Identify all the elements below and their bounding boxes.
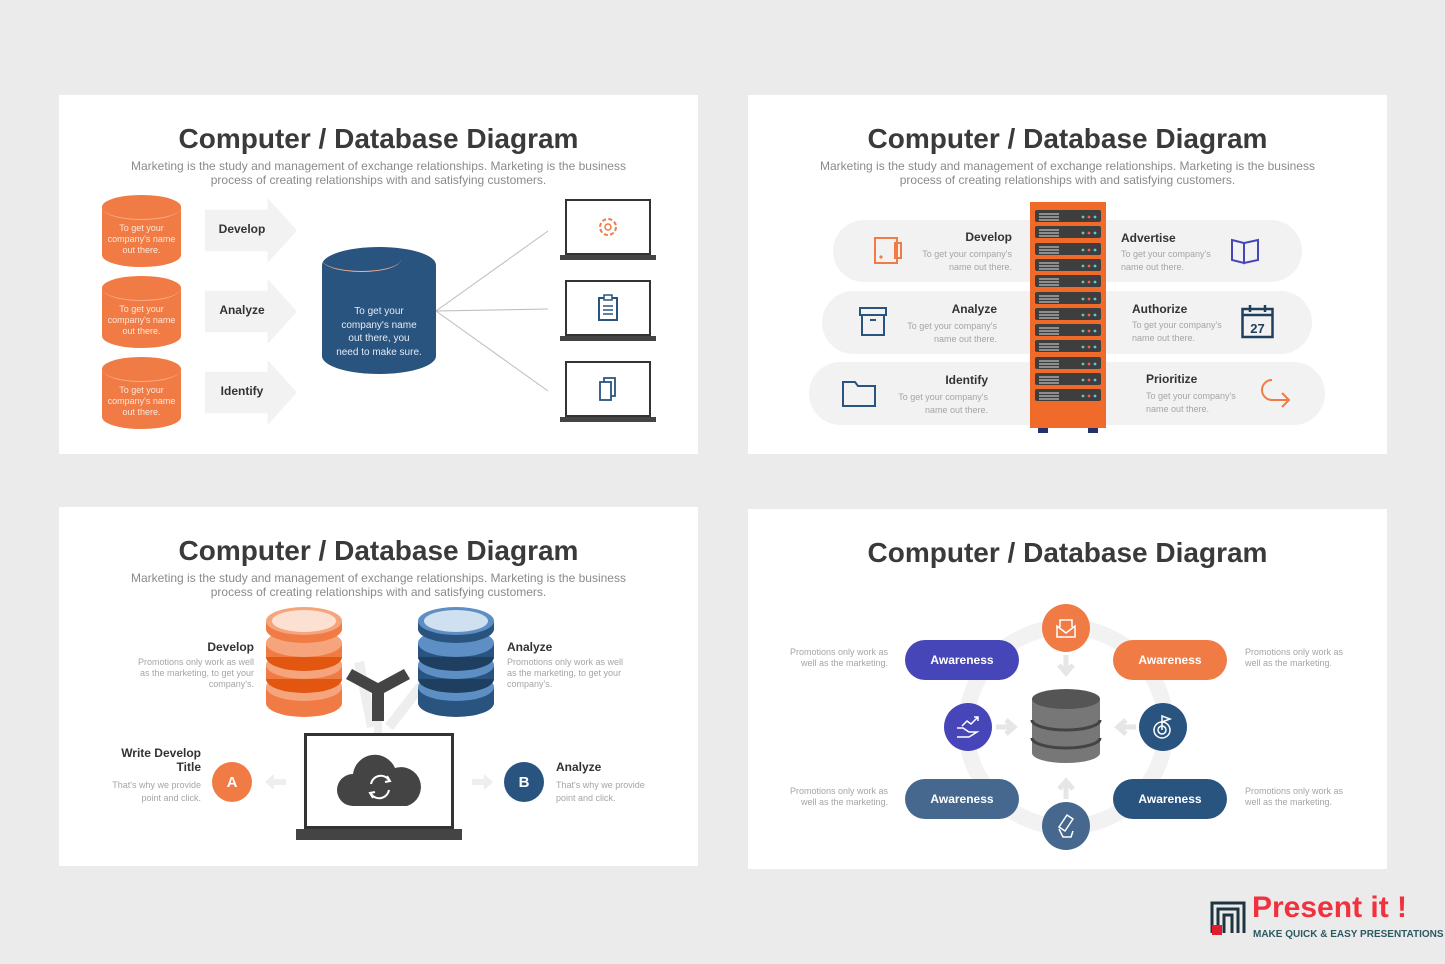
arrow-right-icon (472, 774, 493, 790)
blue-database-icon (418, 607, 494, 717)
slide-title: Computer / Database Diagram (867, 537, 1268, 568)
promo-text: Promotions only work as well as the mark… (789, 647, 888, 668)
book-icon (1231, 238, 1259, 265)
rack-foot (1088, 428, 1098, 433)
calendar-icon: 27 (1241, 305, 1274, 339)
promo-text: Promotions only work as well as the mark… (1245, 647, 1344, 668)
cloud-sync-icon (337, 754, 421, 806)
slide-subtitle: Marketing is the study and management of… (131, 571, 626, 599)
y-connector-icon (346, 669, 410, 721)
desc: To get your company's name out there. (898, 392, 988, 415)
awareness-pill: Awareness (1113, 640, 1227, 680)
rack-unit (1035, 226, 1101, 239)
badge-b: B (504, 762, 544, 802)
growth-hand-icon (944, 703, 992, 751)
slide-title: Computer / Database Diagram (178, 123, 579, 154)
slide-title: Computer / Database Diagram (867, 123, 1268, 154)
promo-text: Promotions only work as well as the mark… (137, 657, 254, 689)
label-analyze-b: Analyze (556, 760, 602, 774)
awareness-pill: Awareness (1113, 779, 1227, 819)
copy-icon (599, 377, 616, 401)
svg-text:27: 27 (1250, 321, 1264, 336)
slide-4[interactable]: Computer / Database Diagram Awareness Aw… (748, 509, 1387, 869)
click-text: That's why we provide point and click. (112, 780, 201, 803)
envelope-icon (1042, 604, 1090, 652)
orange-cylinder: To get your company's name out there. (102, 195, 181, 267)
promo-text: Promotions only work as well as the mark… (1245, 786, 1344, 807)
slide-1[interactable]: Computer / Database Diagram Marketing is… (59, 95, 698, 454)
redirect-arrow-icon (1261, 379, 1291, 408)
orange-cylinder: To get your company's name out there. (102, 357, 181, 429)
desc: To get your company's name out there. (922, 249, 1012, 272)
laptop-clipboard (560, 280, 656, 342)
rack-unit (1035, 373, 1101, 385)
rack-unit (1035, 340, 1101, 353)
gear-icon (599, 218, 617, 236)
promo-text: Promotions only work as well as the mark… (507, 657, 624, 689)
database-cylinder: To get your company's name out there, yo… (322, 247, 436, 374)
label-develop: Develop (965, 230, 1012, 244)
click-text: That's why we provide point and click. (556, 780, 645, 803)
desc: To get your company's name out there. (1121, 249, 1211, 272)
awareness-pill: Awareness (905, 640, 1019, 680)
laptop-gear (560, 199, 656, 261)
logo-name: Present it ! (1252, 891, 1408, 924)
logo-mark-icon (1210, 901, 1246, 935)
folder-icon (842, 381, 876, 407)
laptop-base (296, 829, 462, 840)
slide-title: Computer / Database Diagram (178, 535, 579, 566)
label-prioritize: Prioritize (1146, 372, 1198, 386)
database-stacks (266, 607, 494, 737)
slide-subtitle: Marketing is the study and management of… (131, 159, 626, 187)
rack-unit (1035, 324, 1101, 337)
database-icon (1030, 689, 1102, 763)
hand-card-icon (1042, 802, 1090, 850)
slide-3[interactable]: Computer / Database Diagram Marketing is… (59, 507, 698, 866)
awareness-pill: Awareness (905, 779, 1019, 819)
promo-text: Promotions only work as well as the mark… (789, 786, 888, 807)
slide-2[interactable]: Computer / Database Diagram Marketing is… (748, 95, 1387, 454)
rack-unit (1035, 210, 1101, 222)
rack-unit (1035, 275, 1101, 288)
archive-box-icon (859, 307, 887, 336)
target-flag-icon (1139, 703, 1187, 751)
desc: To get your company's name out there. (1146, 391, 1236, 414)
laptop-copy (560, 361, 656, 423)
server-rack (1030, 202, 1106, 433)
label-develop: Develop (207, 640, 254, 654)
label-write-develop-title: Write Develop Title (121, 746, 201, 774)
label-advertise: Advertise (1121, 231, 1176, 245)
clipboard-icon (598, 294, 618, 321)
rack-unit (1035, 389, 1101, 402)
arrow-left-icon (265, 774, 286, 790)
label-analyze: Analyze (507, 640, 553, 654)
label-authorize: Authorize (1132, 302, 1188, 316)
desc: To get your company's name out there. (1132, 320, 1222, 343)
orange-cylinder: To get your company's name out there. (102, 276, 181, 348)
laptop-screen (304, 733, 454, 829)
rack-foot (1038, 428, 1048, 433)
rack-unit (1035, 307, 1101, 320)
slide-subtitle: Marketing is the study and management of… (820, 159, 1315, 187)
badge-a: A (212, 762, 252, 802)
rack-unit (1035, 356, 1101, 369)
connector-lines (435, 230, 549, 392)
label-identify: Identify (945, 373, 988, 387)
label-analyze: Analyze (951, 302, 997, 316)
logo-tagline: MAKE QUICK & EASY PRESENTATIONS (1253, 929, 1444, 940)
desc: To get your company's name out there. (907, 321, 997, 344)
rack-unit (1035, 242, 1101, 255)
tablet-icon (874, 237, 902, 264)
rack-unit (1035, 291, 1101, 304)
orange-database-icon (266, 607, 342, 717)
rack-unit (1035, 258, 1101, 271)
